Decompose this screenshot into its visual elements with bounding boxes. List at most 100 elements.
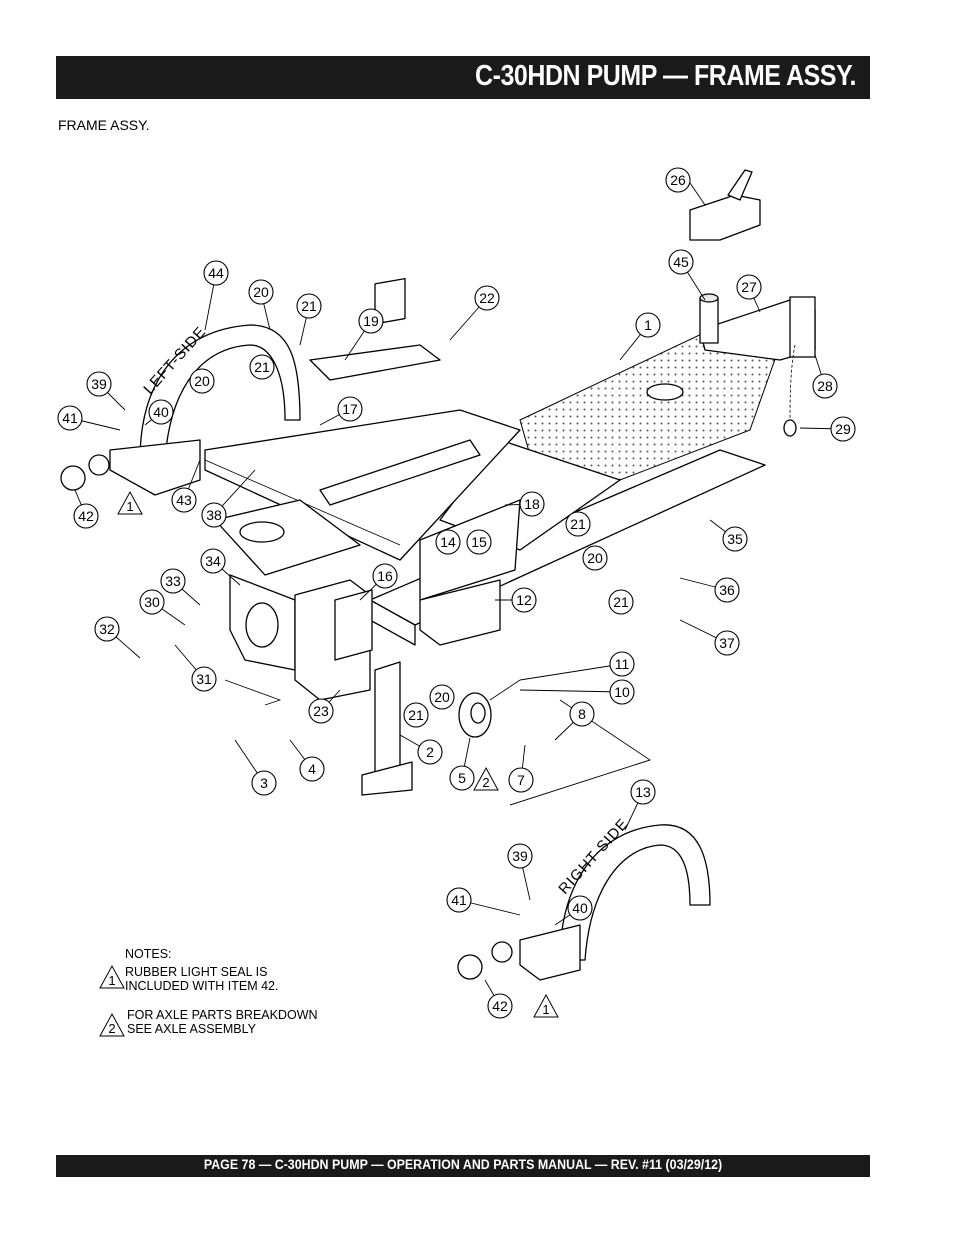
callout-36: 36 xyxy=(714,577,740,603)
callout-21-low: 21 xyxy=(403,702,429,728)
callout-20-low: 20 xyxy=(429,684,455,710)
svg-text:2: 2 xyxy=(482,775,489,790)
svg-text:38: 38 xyxy=(206,507,222,523)
notes-marker-2: 2 xyxy=(99,1012,125,1037)
notes-marker-1: 1 xyxy=(99,964,125,989)
jack-post xyxy=(699,297,719,344)
note-1-line-2: INCLUDED WITH ITEM 42. xyxy=(125,979,279,993)
svg-text:30: 30 xyxy=(144,594,160,610)
callout-39-right: 39 xyxy=(507,843,533,869)
jack-foot xyxy=(361,761,413,796)
callout-3: 3 xyxy=(251,770,277,796)
callout-17: 17 xyxy=(337,396,363,422)
svg-text:14: 14 xyxy=(440,534,456,550)
callout-20-mid: 20 xyxy=(582,545,608,571)
page-title: C-30HDN PUMP — FRAME ASSY. xyxy=(475,60,856,92)
svg-text:1: 1 xyxy=(542,1002,549,1017)
chain-hook xyxy=(783,419,797,437)
left-fender xyxy=(139,324,301,461)
cross-member-2 xyxy=(319,439,481,506)
svg-text:2: 2 xyxy=(426,744,434,760)
svg-text:27: 27 xyxy=(741,279,757,295)
callout-28: 28 xyxy=(812,373,838,399)
svg-text:1: 1 xyxy=(126,499,133,514)
callout-1: 1 xyxy=(635,312,661,338)
svg-text:20: 20 xyxy=(434,689,450,705)
callout-19: 19 xyxy=(358,308,384,334)
svg-text:28: 28 xyxy=(817,378,833,394)
svg-text:21: 21 xyxy=(301,298,317,314)
svg-text:42: 42 xyxy=(78,508,94,524)
svg-text:5: 5 xyxy=(458,770,466,786)
svg-text:37: 37 xyxy=(719,635,735,651)
svg-text:41: 41 xyxy=(62,410,78,426)
callout-21-left: 21 xyxy=(249,354,275,380)
svg-text:43: 43 xyxy=(176,492,192,508)
right-fender-bracket xyxy=(519,924,581,981)
callout-13: 13 xyxy=(630,779,656,805)
svg-text:2: 2 xyxy=(108,1021,115,1036)
svg-text:23: 23 xyxy=(313,703,329,719)
svg-text:26: 26 xyxy=(670,172,686,188)
pump-mount-hole xyxy=(239,521,285,543)
left-light xyxy=(60,465,86,491)
callout-4: 4 xyxy=(299,756,325,782)
svg-text:34: 34 xyxy=(205,553,221,569)
svg-text:20: 20 xyxy=(587,550,603,566)
callout-22: 22 xyxy=(474,285,500,311)
svg-text:1: 1 xyxy=(644,317,652,333)
svg-text:21: 21 xyxy=(408,707,424,723)
cross-block-1 xyxy=(374,277,406,325)
callout-21-mid: 21 xyxy=(565,511,591,537)
svg-text:22: 22 xyxy=(479,290,495,306)
callout-33: 33 xyxy=(160,568,186,594)
callout-16: 16 xyxy=(372,563,398,589)
callout-45: 45 xyxy=(668,249,694,275)
callout-20-top: 20 xyxy=(248,279,274,305)
svg-text:33: 33 xyxy=(165,573,181,589)
svg-text:19: 19 xyxy=(363,313,379,329)
svg-text:29: 29 xyxy=(835,421,851,437)
svg-text:40: 40 xyxy=(572,900,588,916)
right-fender xyxy=(559,824,711,961)
note-marker-1-left: 1 xyxy=(117,490,143,515)
notes-heading: NOTES: xyxy=(125,947,172,961)
svg-text:3: 3 xyxy=(260,775,268,791)
right-light-seal xyxy=(491,941,513,963)
side-plate-right xyxy=(419,579,501,646)
svg-text:45: 45 xyxy=(673,254,689,270)
note-1-line-1: RUBBER LIGHT SEAL IS xyxy=(125,965,268,979)
callout-32: 32 xyxy=(94,616,120,642)
callout-11: 11 xyxy=(609,651,635,677)
callout-8: 8 xyxy=(569,701,595,727)
callout-21-top: 21 xyxy=(296,293,322,319)
svg-text:8: 8 xyxy=(578,706,586,722)
svg-text:21: 21 xyxy=(254,359,270,375)
safety-chain xyxy=(789,344,796,431)
coupler xyxy=(689,194,761,241)
callout-7: 7 xyxy=(508,767,534,793)
callout-41-right: 41 xyxy=(446,887,472,913)
svg-text:36: 36 xyxy=(719,582,735,598)
left-fender-bracket xyxy=(109,439,201,496)
svg-text:18: 18 xyxy=(524,496,540,512)
note-marker-2-axle: 2 xyxy=(473,766,499,791)
callout-20-left: 20 xyxy=(189,368,215,394)
callout-12: 12 xyxy=(511,587,537,613)
callout-41-left: 41 xyxy=(57,405,83,431)
svg-text:13: 13 xyxy=(635,784,651,800)
callout-40-right: 40 xyxy=(567,895,593,921)
svg-text:21: 21 xyxy=(613,594,629,610)
callout-40-left: 40 xyxy=(148,399,174,425)
callout-27: 27 xyxy=(736,274,762,300)
hitch-post xyxy=(789,296,816,358)
deck-hole xyxy=(646,383,684,401)
callout-15: 15 xyxy=(466,529,492,555)
callout-37: 37 xyxy=(714,630,740,656)
jack-post-cap xyxy=(699,293,719,303)
callout-42-right: 42 xyxy=(487,993,513,1019)
coupler-handle xyxy=(727,169,753,201)
callout-39-left: 39 xyxy=(86,371,112,397)
svg-text:20: 20 xyxy=(253,284,269,300)
